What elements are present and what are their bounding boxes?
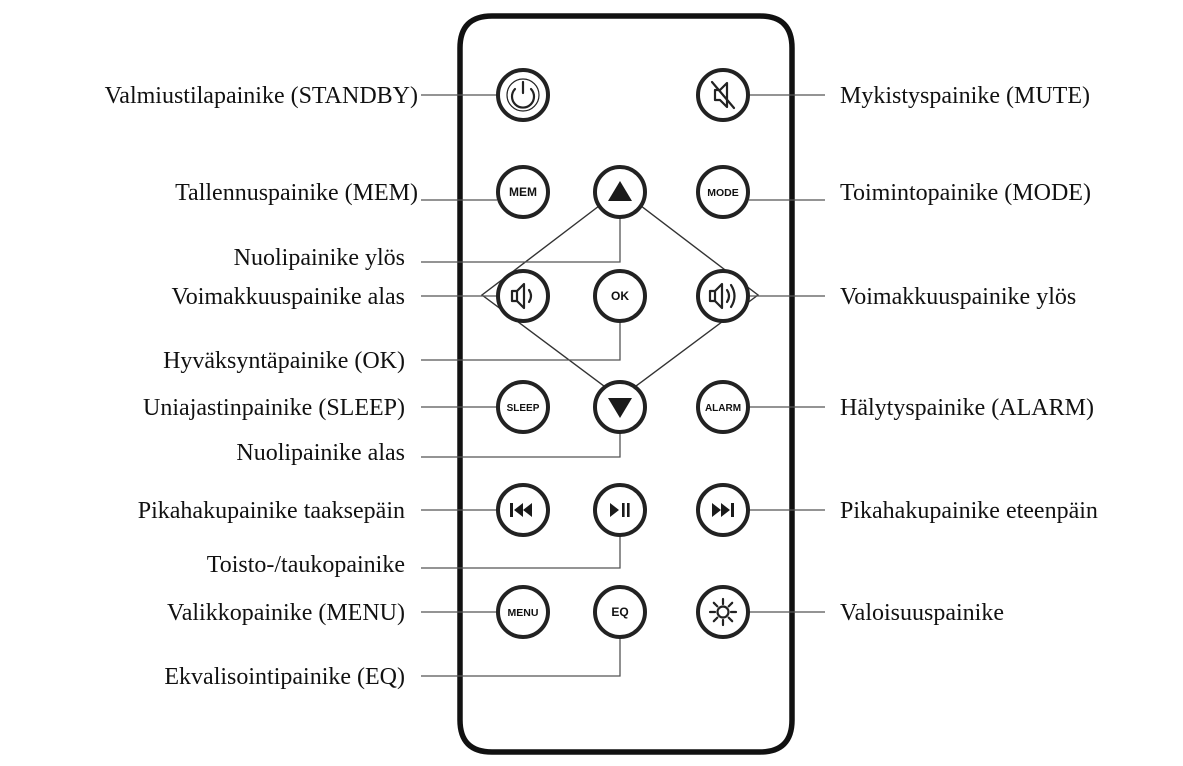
power-icon [506, 78, 540, 112]
speaker-mute-icon [710, 80, 736, 110]
alarm-button-ring [696, 380, 750, 434]
mode-callout-label: Toimintopainike (MODE) [840, 180, 1091, 206]
sleep-button[interactable]: SLEEP [496, 380, 550, 434]
menu-callout-label: Valikkopainike (MENU) [167, 600, 405, 626]
ok-button-label: OK [611, 289, 629, 303]
next-callout-label: Pikahakupainike eteenpäin [840, 498, 1098, 524]
eq-button-label: EQ [611, 605, 628, 619]
menu-button-label: MENU [508, 607, 539, 619]
skip-back-icon [510, 503, 532, 517]
mem-callout-label: Tallennuspainike (MEM) [175, 180, 418, 206]
brightness-button-ring [696, 585, 750, 639]
mute-callout-label: Mykistyspainike (MUTE) [840, 83, 1090, 109]
vol-down-callout-label: Voimakkuuspainike alas [171, 284, 405, 310]
mem-button-ring [496, 165, 550, 219]
playpause-button[interactable] [593, 483, 647, 537]
down-callout-label: Nuolipainike alas [236, 440, 405, 466]
menu-button-ring [496, 585, 550, 639]
down-button[interactable] [593, 380, 647, 434]
ok-button-ring [593, 269, 647, 323]
next-button[interactable] [696, 483, 750, 537]
playpause-callout-label: Toisto-/taukopainike [207, 552, 405, 578]
up-leader-line [421, 218, 621, 263]
alarm-callout-label: Hälytyspainike (ALARM) [840, 395, 1094, 421]
eq-callout-label: Ekvalisointipainike (EQ) [164, 664, 405, 690]
sun-icon [708, 597, 738, 627]
prev-callout-label: Pikahakupainike taaksepäin [138, 498, 405, 524]
sleep-button-label: SLEEP [507, 403, 540, 414]
play-pause-icon [610, 503, 630, 517]
mute-button[interactable] [696, 68, 750, 122]
eq-button[interactable]: EQ [593, 585, 647, 639]
triangle-up-icon [608, 181, 632, 201]
mem-button-label: MEM [509, 185, 537, 199]
leader-lines [421, 94, 825, 677]
mode-button-ring [696, 165, 750, 219]
vol-up-button[interactable] [696, 269, 750, 323]
ok-leader-line [421, 322, 621, 361]
mode-button-label: MODE [707, 187, 739, 199]
prev-button[interactable] [496, 483, 550, 537]
brightness-button[interactable] [696, 585, 750, 639]
eq-leader-line [421, 638, 621, 677]
sleep-callout-label: Uniajastinpainike (SLEEP) [143, 395, 405, 421]
down-leader-line [421, 433, 621, 458]
up-button[interactable] [593, 165, 647, 219]
speaker-low-icon [510, 282, 533, 310]
sleep-button-ring [496, 380, 550, 434]
triangle-down-icon [608, 398, 632, 418]
playpause-button-ring [593, 483, 647, 537]
mem-button[interactable]: MEM [496, 165, 550, 219]
alarm-button[interactable]: ALARM [696, 380, 750, 434]
ok-button[interactable]: OK [593, 269, 647, 323]
menu-button[interactable]: MENU [496, 585, 550, 639]
skip-forward-icon [712, 503, 734, 517]
ok-callout-label: Hyväksyntäpainike (OK) [163, 348, 405, 374]
eq-button-ring [593, 585, 647, 639]
standby-button[interactable] [496, 68, 550, 122]
remote-buttons: MEM MODE OK SLEEP ALARM MENU EQ [496, 68, 750, 639]
standby-callout-label: Valmiustilapainike (STANDBY) [105, 83, 418, 109]
alarm-button-label: ALARM [705, 403, 741, 414]
brightness-callout-label: Valoisuuspainike [840, 600, 1004, 626]
callout-labels: Valmiustilapainike (STANDBY) Mykistyspain… [105, 83, 1098, 690]
mode-button[interactable]: MODE [696, 165, 750, 219]
up-callout-label: Nuolipainike ylös [234, 245, 405, 271]
standby-button-ring [496, 68, 550, 122]
playpause-leader-line [421, 536, 621, 569]
speaker-high-icon [708, 282, 736, 310]
vol-up-callout-label: Voimakkuuspainike ylös [840, 284, 1076, 310]
vol-down-button[interactable] [496, 269, 550, 323]
